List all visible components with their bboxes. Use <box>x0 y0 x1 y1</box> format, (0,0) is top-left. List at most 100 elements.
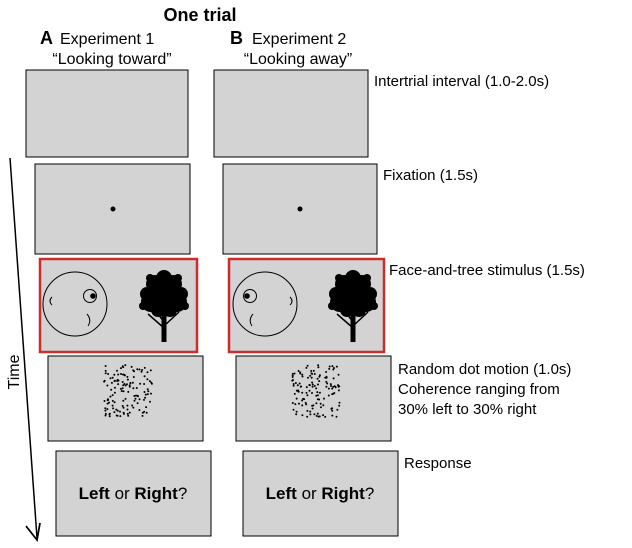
motion-dot <box>126 412 129 415</box>
motion-dot <box>104 412 107 415</box>
motion-dot <box>127 414 130 417</box>
motion-dot <box>318 391 321 394</box>
motion-dot <box>123 412 125 415</box>
time-arrow <box>9 157 41 543</box>
stage-label-stimulus: Face-and-tree stimulus (1.5s) <box>389 262 585 279</box>
motion-dot <box>318 398 321 401</box>
motion-dot <box>126 404 129 407</box>
motion-dot <box>315 387 318 390</box>
motion-dot <box>318 374 321 377</box>
motion-dot <box>145 406 148 409</box>
screen-response-b <box>242 450 399 537</box>
stage-label-iti: Intertrial interval (1.0-2.0s) <box>374 73 549 90</box>
motion-dot <box>122 390 125 393</box>
motion-dot <box>293 372 296 375</box>
motion-dot <box>292 384 295 387</box>
motion-dot <box>307 376 309 379</box>
motion-dot <box>294 382 297 384</box>
motion-dot <box>337 373 340 376</box>
motion-dot <box>117 373 120 376</box>
motion-dot <box>292 383 295 385</box>
motion-dot <box>150 381 153 384</box>
motion-dot <box>116 414 119 417</box>
motion-dot <box>299 372 302 375</box>
motion-dot <box>145 411 148 414</box>
motion-dot <box>306 409 309 412</box>
motion-dot <box>146 371 149 374</box>
motion-dot <box>325 380 328 383</box>
face-looking-away-icon <box>232 271 298 337</box>
motion-dot <box>140 370 143 373</box>
motion-dot <box>295 410 298 413</box>
motion-dot <box>141 411 144 414</box>
motion-dot <box>301 399 304 402</box>
motion-dot <box>318 380 321 383</box>
stage-sublabel-dots-2: 30% left to 30% right <box>398 401 537 418</box>
figure-title: One trial <box>163 5 236 25</box>
motion-dot <box>313 413 316 416</box>
motion-dot <box>133 395 136 397</box>
motion-dot <box>313 384 316 387</box>
motion-dot <box>135 394 137 397</box>
motion-dot <box>336 408 339 411</box>
motion-dot <box>119 410 121 413</box>
screen-stimulus-b <box>227 257 386 354</box>
motion-dot <box>124 384 127 387</box>
motion-dot <box>301 375 304 378</box>
motion-dot <box>120 367 122 370</box>
motion-dot <box>143 398 145 401</box>
motion-dot <box>306 394 309 397</box>
motion-dot <box>135 387 138 389</box>
motion-dot <box>327 387 330 390</box>
motion-dot <box>305 366 308 369</box>
motion-dot <box>291 376 294 378</box>
motion-dot <box>323 397 325 400</box>
motion-dot <box>115 408 118 411</box>
motion-dot <box>311 407 314 410</box>
motion-dot <box>298 382 301 385</box>
motion-dot <box>138 398 141 401</box>
motion-dot <box>330 385 332 387</box>
motion-dot <box>106 398 109 401</box>
motion-dot <box>293 392 296 395</box>
motion-dot <box>122 384 125 387</box>
motion-dot <box>337 384 339 387</box>
motion-dot <box>309 374 312 377</box>
motion-dot <box>291 374 294 377</box>
motion-dot <box>121 387 124 390</box>
motion-dot <box>306 415 309 418</box>
motion-dot <box>315 394 318 397</box>
motion-dot <box>134 397 137 400</box>
motion-dot <box>306 364 309 367</box>
motion-dot <box>133 399 136 402</box>
motion-dot <box>301 373 304 376</box>
motion-dot <box>113 373 116 376</box>
motion-dot <box>116 369 118 372</box>
motion-dot <box>334 386 337 389</box>
motion-dot <box>333 367 335 369</box>
motion-dot <box>338 404 341 407</box>
motion-dot <box>316 377 319 380</box>
fixation-dot-b <box>297 206 303 212</box>
motion-dot <box>131 381 134 384</box>
motion-dot <box>104 365 107 367</box>
motion-dot <box>120 390 123 392</box>
motion-dot <box>324 415 327 418</box>
motion-dot <box>316 412 319 415</box>
motion-dot <box>104 372 107 375</box>
motion-dot <box>299 385 302 388</box>
motion-dot <box>337 389 340 392</box>
motion-dot <box>149 369 152 372</box>
motion-dot <box>128 385 131 388</box>
motion-dot <box>143 366 146 369</box>
motion-dot <box>330 407 333 410</box>
motion-dot <box>305 391 308 394</box>
motion-dot <box>149 400 151 403</box>
response-prompt-b: Left or Right? <box>266 484 375 503</box>
motion-dot <box>315 414 318 417</box>
motion-dot <box>126 378 129 381</box>
motion-dot <box>109 377 112 380</box>
panel-a-letter: A <box>40 28 53 48</box>
motion-dot <box>104 409 107 412</box>
motion-dot <box>328 367 331 370</box>
